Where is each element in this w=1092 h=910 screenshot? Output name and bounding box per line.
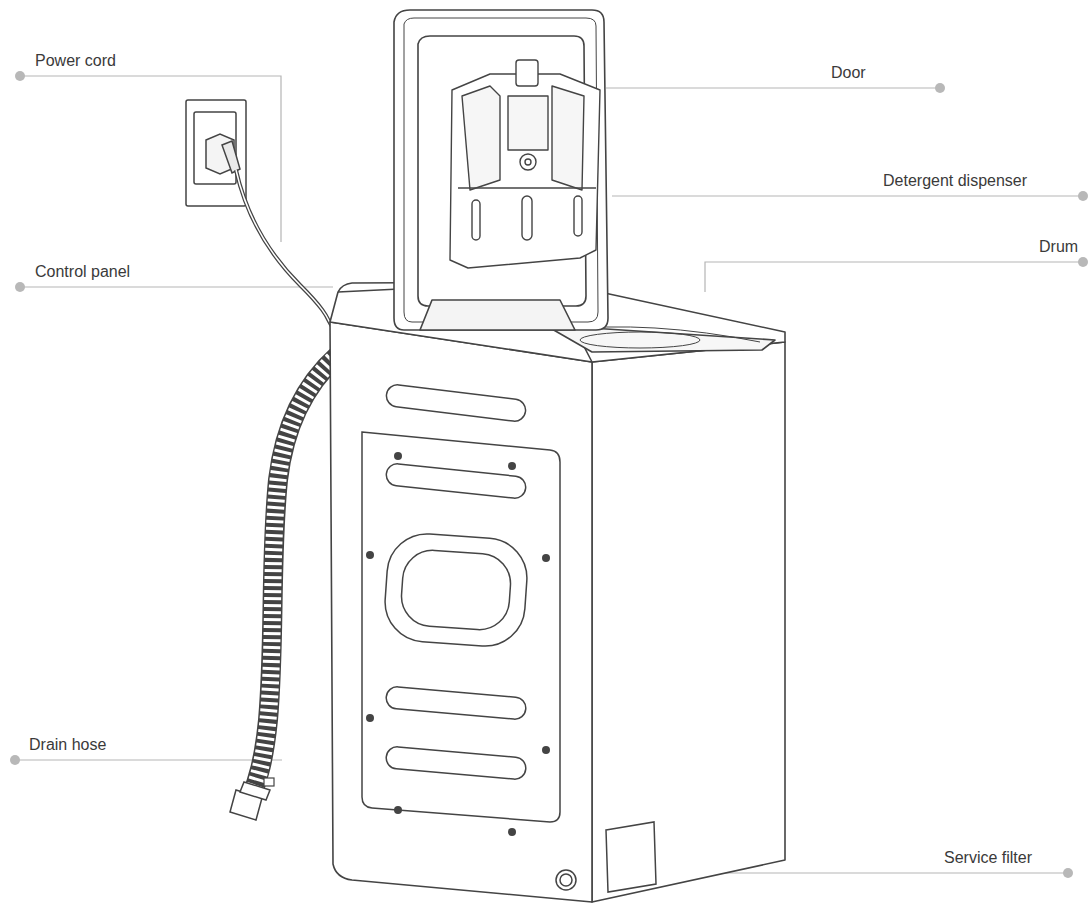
part-label: Control panel [34, 263, 131, 281]
part-label: Drum [1038, 238, 1079, 256]
part-label: Power cord [34, 52, 117, 70]
detergent-dispenser [450, 60, 600, 268]
machine-body [330, 282, 785, 902]
power-cord [236, 170, 335, 330]
leader-dots [10, 71, 1088, 878]
wall-socket [186, 100, 246, 206]
part-label: Door [830, 64, 867, 82]
part-label: Detergent dispenser [882, 172, 1028, 190]
service-filter [606, 822, 656, 892]
front-panel [362, 384, 576, 890]
part-label: Service filter [943, 849, 1033, 867]
panel-screws [366, 452, 550, 836]
part-label: Drain hose [28, 736, 107, 754]
door [394, 10, 608, 330]
drain-hose [230, 355, 338, 820]
